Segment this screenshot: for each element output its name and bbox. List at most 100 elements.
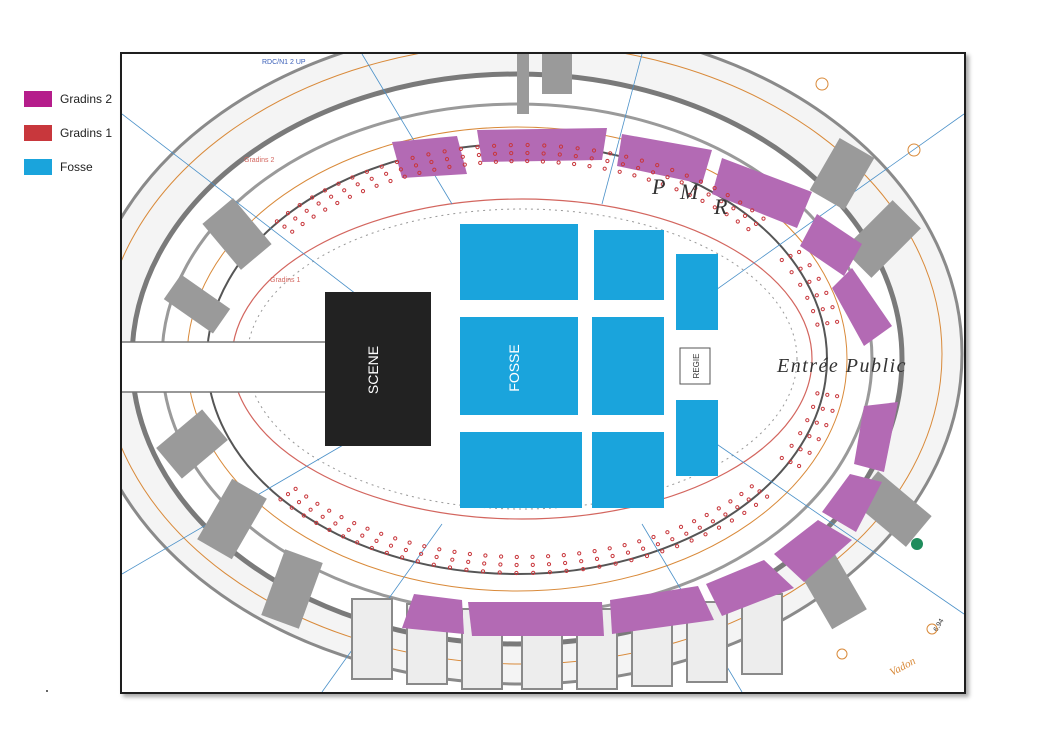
scene-label: SCENE: [365, 346, 381, 394]
seat: [540, 159, 545, 164]
seat: [289, 505, 294, 510]
seat: [316, 201, 321, 206]
seat: [693, 186, 698, 191]
seat: [703, 532, 708, 537]
seat: [613, 561, 618, 566]
seat: [308, 507, 313, 512]
seat: [757, 489, 762, 494]
seat: [379, 531, 384, 536]
seat: [388, 178, 393, 184]
seat: [320, 514, 325, 519]
arena-map: SCENE FOSSE REGIE Entrée Public P M R: [122, 54, 964, 692]
seat: [805, 418, 810, 423]
seat: [447, 164, 452, 170]
seat: [531, 570, 536, 576]
fosse-block: [594, 230, 664, 300]
seat: [355, 182, 360, 187]
seat: [629, 558, 634, 563]
seat: [365, 526, 370, 531]
seat: [670, 537, 675, 542]
seat: [322, 188, 328, 193]
seat: [447, 565, 453, 570]
seat: [434, 554, 439, 560]
seat: [462, 162, 467, 167]
seat: [738, 200, 743, 205]
seat: [315, 501, 320, 506]
seat: [293, 486, 298, 491]
seat: [660, 549, 665, 554]
seat: [678, 524, 684, 529]
seat: [341, 534, 346, 539]
seat: [814, 293, 819, 298]
seating-plan: SCENE FOSSE REGIE Entrée Public P M R: [120, 52, 966, 694]
seat: [444, 157, 450, 162]
seat: [285, 211, 291, 216]
seat: [557, 152, 562, 157]
seat: [300, 221, 305, 227]
seat: [807, 279, 812, 284]
seat: [437, 547, 442, 552]
seat: [480, 569, 486, 574]
seat: [651, 534, 656, 540]
seat: [450, 557, 455, 562]
seat: [329, 194, 334, 199]
gradins-2-section: [610, 586, 714, 634]
seat: [735, 219, 740, 224]
seat: [807, 263, 812, 268]
seat: [525, 158, 530, 164]
seat: [811, 309, 816, 314]
seat: [716, 506, 721, 511]
seat: [830, 408, 835, 413]
seat: [692, 519, 697, 524]
seat: [825, 392, 830, 397]
seat: [498, 562, 503, 567]
seat: [561, 553, 566, 558]
seat: [282, 224, 287, 229]
gradins-2-section: [712, 158, 812, 228]
fosse-block: [460, 432, 582, 508]
seat: [625, 550, 631, 555]
street-label: Vadon: [888, 655, 918, 679]
seat: [327, 527, 332, 532]
seat: [293, 216, 298, 221]
seat: [698, 179, 704, 184]
seat: [492, 151, 498, 156]
seat: [697, 525, 702, 530]
seat: [403, 547, 408, 553]
gradins-2-note: Gradins 2: [244, 157, 274, 164]
seat: [798, 431, 803, 436]
seat: [301, 513, 306, 518]
seat: [591, 148, 597, 153]
seat: [410, 155, 415, 161]
seat: [820, 307, 825, 312]
seat: [369, 545, 374, 551]
seat: [297, 203, 302, 208]
seat: [558, 144, 564, 149]
seat: [689, 538, 694, 543]
seat: [426, 152, 431, 157]
seat: [346, 527, 351, 532]
seat: [723, 512, 728, 517]
seat: [581, 567, 586, 572]
fosse-block: [676, 400, 718, 476]
seat: [746, 227, 751, 232]
legend-item-gradins-1: Gradins 1: [24, 124, 112, 142]
seat: [798, 447, 803, 452]
seat: [564, 568, 569, 574]
seat: [753, 502, 759, 507]
seat: [464, 567, 469, 572]
seat: [632, 173, 637, 178]
seat: [644, 553, 650, 559]
fosse-block: [592, 432, 664, 508]
seat: [637, 539, 642, 544]
seat: [290, 229, 295, 234]
seat: [579, 559, 584, 564]
seat: [798, 266, 803, 271]
seat: [530, 554, 535, 559]
seat: [274, 219, 279, 224]
seat: [393, 536, 398, 541]
seat: [547, 570, 552, 575]
legend-item-fosse: Fosse: [24, 158, 112, 176]
seat: [816, 276, 821, 281]
seat: [514, 570, 519, 576]
